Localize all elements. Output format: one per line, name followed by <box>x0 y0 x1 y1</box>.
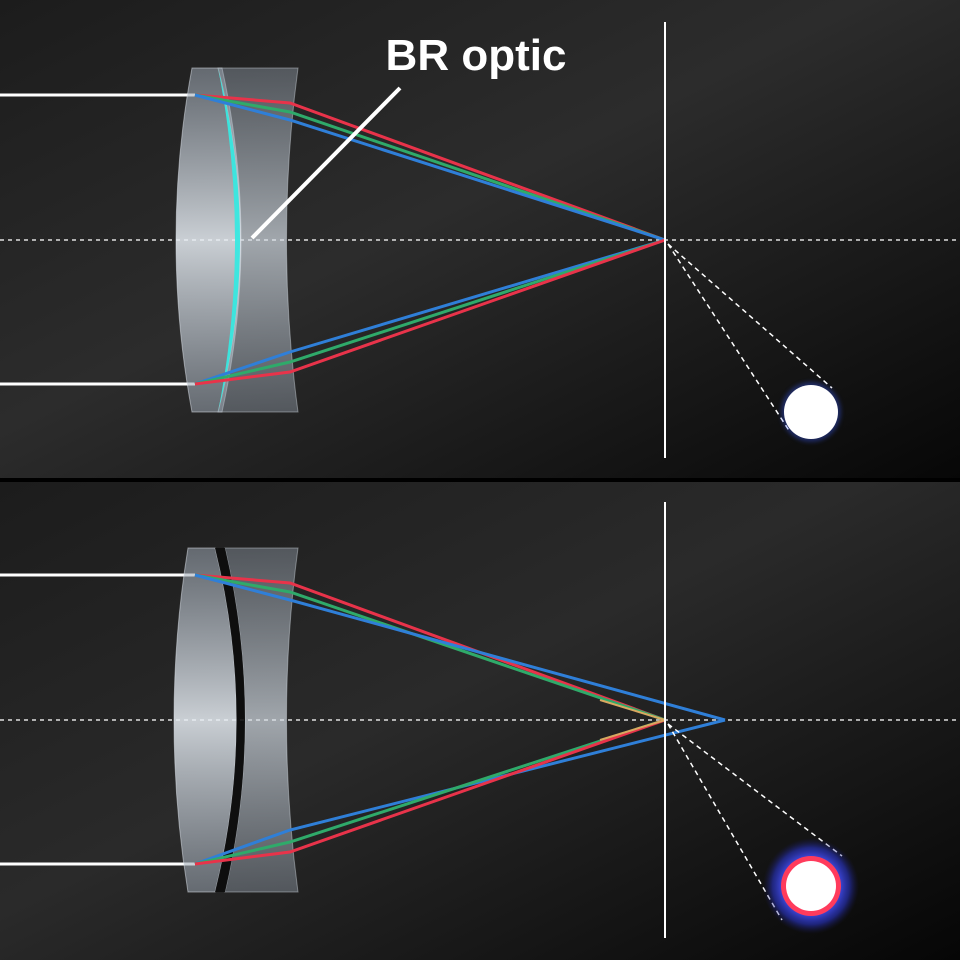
br-optic-callout-line <box>250 86 402 240</box>
ray-blue-upper <box>194 93 666 242</box>
ray-red-lower <box>194 238 666 386</box>
ray-green-upper <box>194 93 666 242</box>
converging-rays-top <box>194 93 666 386</box>
magnifier-line-lower-bottom <box>667 723 783 921</box>
focused-spot <box>784 385 838 439</box>
blurred-spot-core <box>786 861 836 911</box>
ray-green-lower <box>194 238 666 386</box>
br-optic-label: BR optic <box>386 31 567 80</box>
ray-yellow-converge-lower <box>599 719 666 741</box>
magnifier-line-upper <box>667 243 833 389</box>
panel-bottom <box>0 482 960 960</box>
ray-red-upper <box>194 93 666 242</box>
panel-separator <box>0 478 960 482</box>
magnifier-line-lower <box>667 243 791 433</box>
ray-red-upper-bottom <box>194 573 666 722</box>
panel-top: BR optic <box>0 0 960 478</box>
ray-green-upper-bottom <box>194 573 666 722</box>
ray-green-lower-bottom <box>194 718 666 866</box>
converging-rays-bottom <box>194 573 726 866</box>
air-gap <box>215 548 245 892</box>
ray-red-lower-bottom <box>194 718 666 866</box>
magnifier-line-upper-bottom <box>667 723 843 857</box>
ray-yellow-converge <box>599 699 666 721</box>
lens-group-bottom <box>173 547 299 893</box>
ray-blue-lower <box>194 238 666 386</box>
lens-group-top <box>175 67 299 413</box>
ray-blue-upper-bottom <box>194 573 726 722</box>
ray-blue-lower-bottom <box>194 718 726 866</box>
br-optic-element <box>218 68 240 412</box>
